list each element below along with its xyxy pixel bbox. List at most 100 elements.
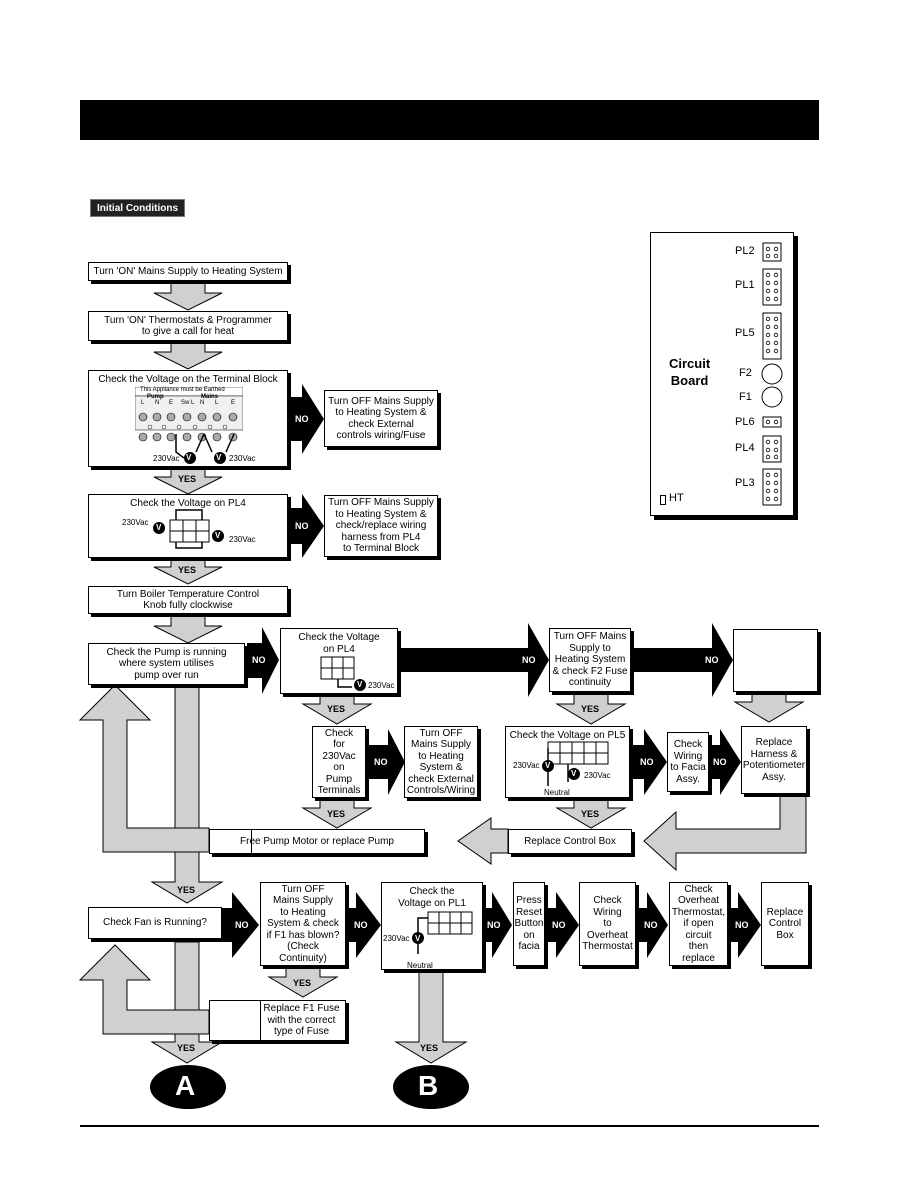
- step-replace-f1: Replace F1 Fuse with the correct type of…: [209, 1000, 346, 1041]
- voltmeter-v-label: V: [216, 453, 222, 462]
- check-pl5-text: Check the Voltage on PL5: [509, 730, 626, 741]
- voltmeter-v-label: V: [215, 531, 221, 540]
- no-label: NO: [374, 757, 388, 767]
- step-check-pl1: Check the Voltage on PL1: [381, 882, 483, 970]
- connector-a-label: A: [175, 1070, 196, 1101]
- terminal-label: N: [200, 400, 205, 406]
- free-pump-divider: [251, 830, 252, 853]
- step-replace-harness: Replace Harness & Potentiometer Assy.: [741, 726, 807, 794]
- no-label: NO: [552, 920, 566, 930]
- yes-label: YES: [177, 885, 196, 895]
- voltmeter-v-label: V: [186, 453, 192, 462]
- yes-label: YES: [420, 1043, 439, 1053]
- terminal-label: N: [155, 400, 160, 406]
- step-free-pump: Free Pump Motor or replace Pump: [209, 829, 425, 854]
- no-label: NO: [235, 920, 249, 930]
- vac-label: 230Vac: [383, 934, 410, 943]
- connector-b-label: B: [418, 1070, 439, 1101]
- voltmeter-v-label: V: [156, 523, 162, 532]
- no-label: NO: [522, 655, 536, 665]
- no-label: NO: [295, 521, 309, 531]
- initial-conditions-label: Initial Conditions: [96, 202, 179, 214]
- terminal-label: L: [141, 400, 145, 406]
- terminal-label: E: [231, 400, 236, 406]
- yes-label: YES: [581, 704, 600, 714]
- step-mains-on: Turn 'ON' Mains Supply to Heating System: [88, 262, 288, 281]
- pl5-label: PL5: [735, 327, 755, 339]
- pl6-label: PL6: [735, 416, 755, 428]
- f1-label: F1: [739, 391, 752, 403]
- circuit-board-title: Circuit Board: [669, 356, 711, 388]
- voltmeter-v-label: V: [545, 761, 551, 770]
- connector-a-oval: [150, 1065, 226, 1109]
- vac-label: 230Vac: [584, 771, 611, 780]
- neutral-label: Neutral: [407, 961, 433, 970]
- voltmeter-v-label: V: [571, 769, 577, 778]
- step-f2-off: Turn OFF Mains Supply to Heating System …: [549, 628, 631, 692]
- yes-label: YES: [178, 565, 197, 575]
- voltmeter-v-label: V: [357, 680, 363, 689]
- yes-label: YES: [327, 704, 346, 714]
- pl4-connector-diagram: [153, 509, 224, 549]
- step-check-ot-wiring: Check Wiring to Overheat Thermostat: [579, 882, 636, 966]
- yes-label: YES: [293, 978, 312, 988]
- vac-label: 230Vac: [229, 535, 256, 544]
- step-press-reset: Press Reset Button on facia: [513, 882, 545, 966]
- terminal-voltmeter-leads: [175, 433, 235, 464]
- terminal-block-diagram: [134, 386, 244, 444]
- terminal-mains-label: Mains: [201, 394, 219, 400]
- no-label: NO: [735, 920, 749, 930]
- neutral-label: Neutral: [544, 788, 570, 797]
- yes-label: YES: [327, 809, 346, 819]
- terminal-label: E: [169, 400, 174, 406]
- pl3-label: PL3: [735, 477, 755, 489]
- check-pl1-text: Check the Voltage on PL1: [398, 886, 466, 909]
- pl1-label: PL1: [735, 279, 755, 291]
- pl1-connector-diagram: [412, 911, 473, 954]
- vac-label: 230Vac: [229, 454, 256, 463]
- pl4-label: PL4: [735, 442, 755, 454]
- step-pl4-off: Turn OFF Mains Supply to Heating System …: [324, 495, 438, 557]
- yes-label: YES: [581, 809, 600, 819]
- check-terminal-text: Check the Voltage on the Terminal Block: [98, 374, 278, 385]
- check-pl4-2-text: Check the Voltage on PL4: [298, 632, 380, 655]
- step-f1-off: Turn OFF Mains Supply to Heating System …: [260, 882, 346, 966]
- pl4-2-connector-diagram: [320, 656, 366, 691]
- circuit-board-panel: Circuit Board PL2 PL1 PL5 F2 F1 PL6 PL4 …: [650, 232, 794, 516]
- yes-label: YES: [177, 1043, 196, 1053]
- vac-label: 230Vac: [122, 518, 149, 527]
- no-label: NO: [644, 920, 658, 930]
- terminal-pump-label: Pump: [147, 394, 164, 400]
- step-check-facia: Check Wiring to Facia Assy.: [667, 732, 709, 792]
- step-check-pump: Check the Pump is running where system u…: [88, 643, 245, 685]
- no-label: NO: [713, 757, 727, 767]
- step-thermostats-on: Turn 'ON' Thermostats & Programmer to gi…: [88, 311, 288, 341]
- initial-conditions-badge: Initial Conditions: [90, 199, 185, 217]
- terminal-block-title: This Appliance must be Earthed: [140, 387, 225, 393]
- no-label: NO: [354, 920, 368, 930]
- replace-f1-divider: [260, 1001, 261, 1040]
- connector-b-oval: [393, 1065, 469, 1109]
- pl5-connector-diagram: [542, 741, 609, 786]
- no-label: NO: [252, 655, 266, 665]
- terminal-label: Sw L: [181, 400, 195, 406]
- no-label: NO: [487, 920, 501, 930]
- voltmeter-v-label: V: [415, 934, 421, 943]
- terminal-label: L: [215, 400, 219, 406]
- no-label: NO: [705, 655, 719, 665]
- header-bar: [80, 100, 819, 140]
- f2-label: F2: [739, 367, 752, 379]
- step-replace-control-box-2: Replace Control Box: [761, 882, 809, 966]
- vac-label: 230Vac: [513, 761, 540, 770]
- step-temp-control: Turn Boiler Temperature Control Knob ful…: [88, 586, 288, 614]
- no-label: NO: [295, 414, 309, 424]
- ht-label: HT: [669, 492, 684, 504]
- step-empty: [733, 629, 818, 692]
- vac-label: 230Vac: [368, 681, 395, 690]
- yes-label: YES: [178, 474, 197, 484]
- step-check-overheat: Check Overheat Thermostat, if open circu…: [669, 882, 728, 966]
- circuit-board-connectors: [761, 242, 783, 506]
- vac-label: 230Vac: [153, 454, 180, 463]
- step-terminal-off: Turn OFF Mains Supply to Heating System …: [324, 390, 438, 447]
